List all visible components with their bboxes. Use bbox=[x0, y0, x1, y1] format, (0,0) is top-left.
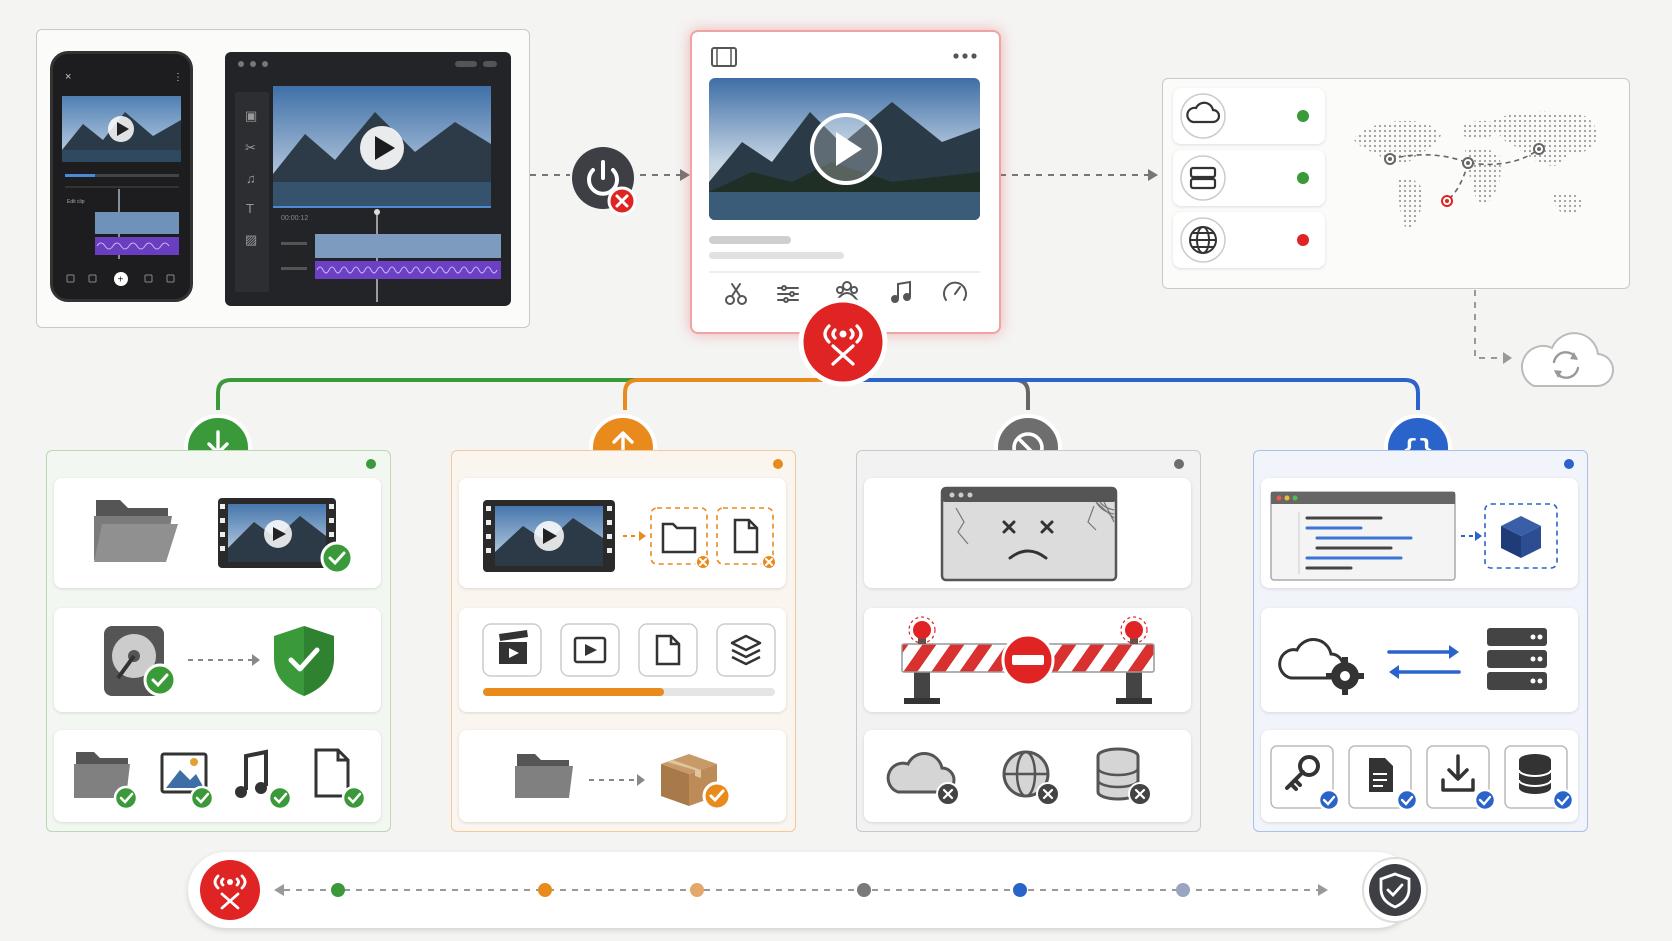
upload-step-package bbox=[459, 730, 786, 822]
document-file-icon bbox=[314, 748, 350, 798]
globe-offline-icon bbox=[1002, 750, 1060, 806]
database-icon bbox=[1518, 754, 1552, 794]
folder-outline-icon bbox=[661, 522, 697, 554]
music-file-icon bbox=[235, 749, 268, 798]
image-file-icon bbox=[160, 752, 208, 794]
sync-arrows-icon bbox=[1387, 645, 1461, 679]
status-row-server bbox=[1173, 150, 1325, 206]
broadcast-offline-hub-icon bbox=[798, 297, 888, 387]
scissors-icon[interactable] bbox=[725, 283, 747, 305]
code-editor-icon bbox=[1270, 491, 1456, 581]
sliders-icon[interactable] bbox=[777, 285, 799, 303]
key-icon bbox=[1285, 755, 1320, 791]
text-tool-icon: T bbox=[246, 201, 254, 216]
timeline-step-dot bbox=[857, 883, 871, 897]
svg-text:+: + bbox=[118, 275, 124, 286]
status-dot-orange bbox=[773, 459, 783, 469]
upload-step-prepare bbox=[459, 478, 786, 588]
clapperboard-icon bbox=[499, 630, 528, 664]
download-step-video-file bbox=[54, 478, 381, 588]
blocked-step-unavailable bbox=[864, 730, 1191, 822]
cloud-icon bbox=[1186, 101, 1221, 124]
film-icon bbox=[711, 47, 737, 67]
desktop-editor-mockup: ▣ ✂ ♫ T ▨ 00:00:12 bbox=[225, 52, 511, 306]
timeline-step-dot bbox=[690, 883, 704, 897]
cloud-offline-icon bbox=[886, 752, 960, 806]
devices-panel: × ⋮ Edit clip + bbox=[36, 29, 530, 328]
play-window-icon bbox=[573, 636, 607, 664]
status-dot-green bbox=[366, 459, 376, 469]
timeline-step-dot bbox=[331, 883, 345, 897]
network-status-panel bbox=[1162, 78, 1630, 289]
gauge-icon[interactable] bbox=[943, 281, 967, 301]
blocked-step-broken-page bbox=[864, 478, 1191, 588]
api-step-code bbox=[1261, 478, 1578, 588]
broadcast-offline-start-icon bbox=[196, 856, 264, 924]
status-dot-gray bbox=[1174, 459, 1184, 469]
folder-icon bbox=[74, 752, 130, 798]
timecode-label: 00:00:12 bbox=[281, 215, 308, 222]
video-player-card bbox=[690, 30, 1001, 334]
scissors-icon: ✂ bbox=[245, 140, 256, 155]
document-outline-icon bbox=[733, 518, 759, 554]
upload-step-processing bbox=[459, 608, 786, 712]
power-offline-icon bbox=[571, 146, 637, 216]
folder-icon bbox=[94, 500, 178, 562]
download-step-files bbox=[54, 730, 381, 822]
cloud-sync-icon bbox=[1514, 318, 1618, 394]
road-barrier-icon bbox=[901, 616, 1155, 704]
check-icon bbox=[320, 541, 354, 575]
more-options-icon[interactable] bbox=[953, 53, 977, 59]
upload-progress-graphic bbox=[482, 623, 776, 696]
broken-browser-icon bbox=[940, 486, 1118, 582]
recovery-timeline bbox=[188, 852, 1415, 928]
folder-icon bbox=[515, 754, 573, 798]
api-step-sync bbox=[1261, 608, 1578, 712]
api-step-resources bbox=[1261, 730, 1578, 822]
document-outline-icon bbox=[655, 634, 681, 666]
download-tray-icon bbox=[1441, 754, 1475, 792]
status-dot-blue bbox=[1564, 459, 1574, 469]
phone-mockup: × ⋮ Edit clip + bbox=[50, 51, 193, 302]
music-note-icon: ♫ bbox=[246, 171, 256, 186]
timeline-step-dot bbox=[1176, 883, 1190, 897]
check-icon bbox=[702, 781, 732, 811]
status-row-cloud bbox=[1173, 88, 1325, 144]
check-icon bbox=[143, 663, 177, 697]
cloud-settings-icon bbox=[1278, 638, 1364, 695]
document-icon bbox=[1369, 758, 1393, 792]
svg-text:⋮: ⋮ bbox=[173, 72, 183, 83]
status-dot-offline bbox=[1297, 234, 1309, 246]
svg-text:×: × bbox=[65, 71, 71, 83]
shield-secure-end-icon bbox=[1361, 856, 1429, 924]
svg-text:Edit clip: Edit clip bbox=[67, 199, 85, 205]
image-tool-icon: ▨ bbox=[245, 232, 257, 247]
server-icon bbox=[1189, 166, 1217, 190]
cube-module-icon bbox=[1501, 516, 1541, 558]
blocked-step-barrier bbox=[864, 608, 1191, 712]
video-file-icon bbox=[218, 498, 336, 568]
shield-check-icon bbox=[274, 626, 334, 696]
video-file-icon bbox=[483, 500, 615, 572]
status-dot-online bbox=[1297, 172, 1309, 184]
status-dot-online bbox=[1297, 110, 1309, 122]
capture-icon: ▣ bbox=[245, 108, 257, 123]
timeline-step-dot bbox=[538, 883, 552, 897]
download-step-verify bbox=[54, 608, 381, 712]
timeline-step-dot bbox=[1013, 883, 1027, 897]
layers-icon bbox=[730, 634, 762, 666]
globe-icon bbox=[1189, 226, 1217, 254]
server-rack-icon bbox=[1487, 628, 1547, 690]
status-row-globe bbox=[1173, 212, 1325, 268]
music-icon[interactable] bbox=[891, 280, 911, 303]
world-map bbox=[1353, 111, 1597, 228]
database-offline-icon bbox=[1096, 747, 1152, 806]
